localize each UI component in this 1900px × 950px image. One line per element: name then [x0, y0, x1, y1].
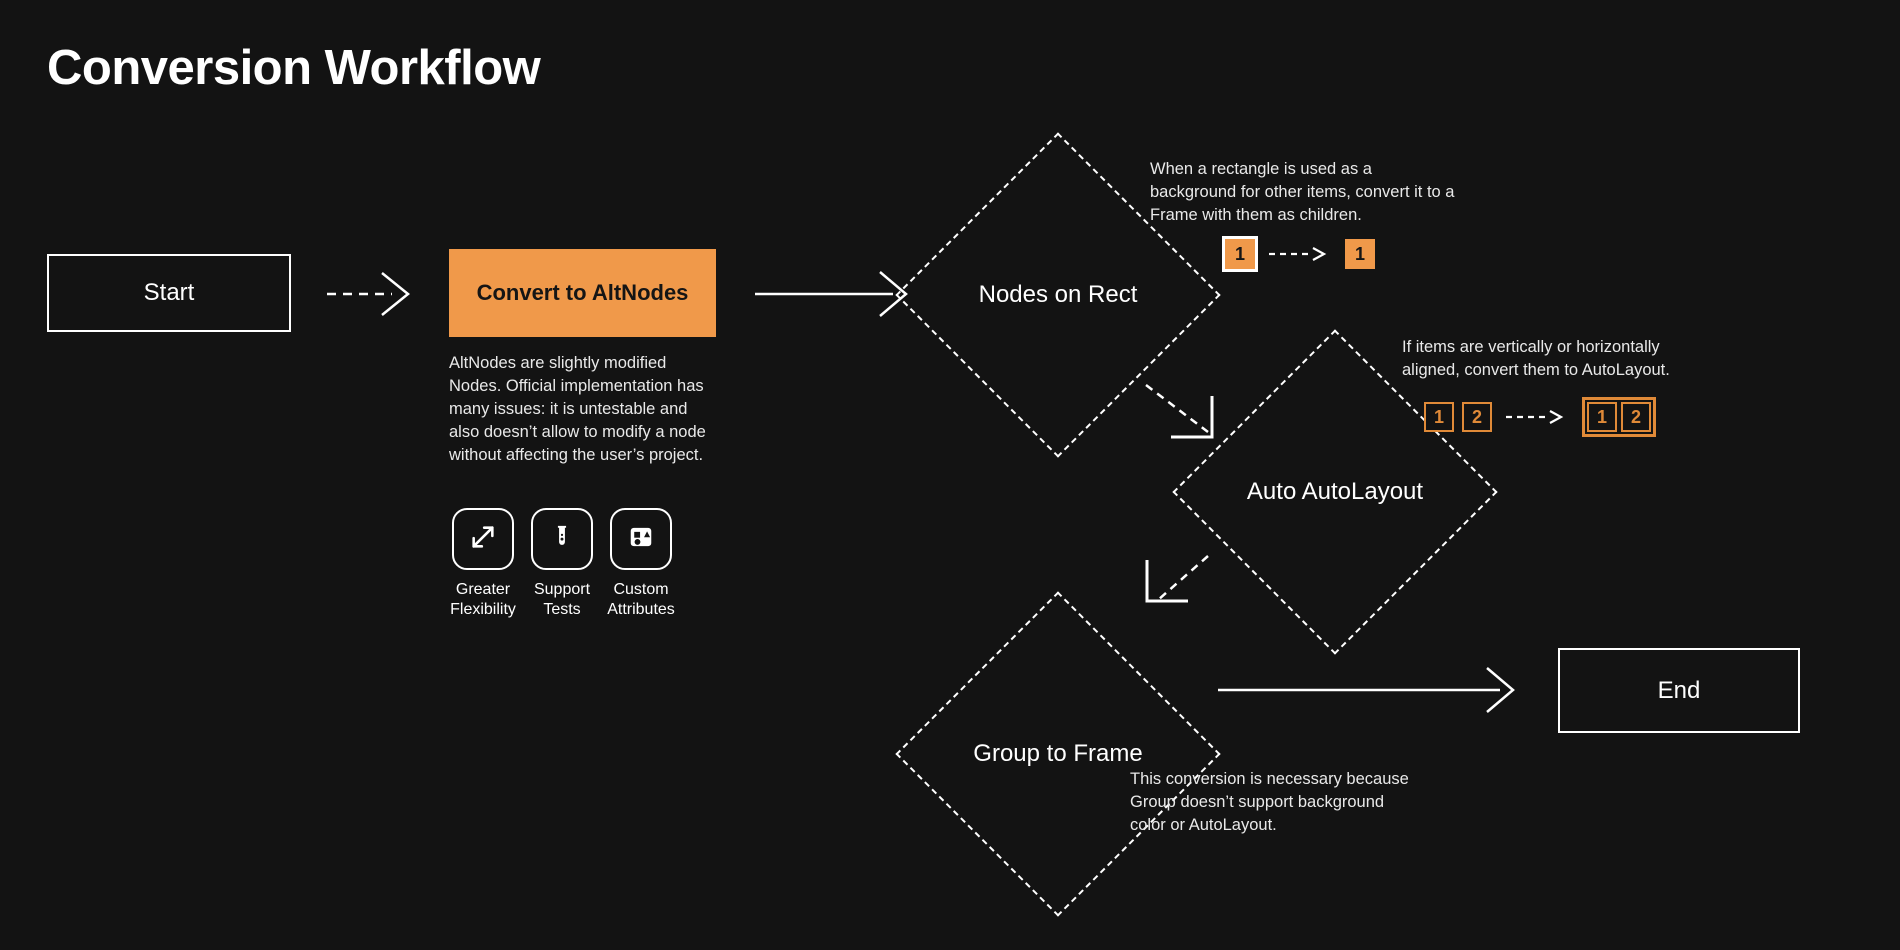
feature-tile	[531, 508, 593, 570]
badge-illustration-nodes-on-rect: 1 1	[1222, 236, 1375, 272]
node-auto-autolayout-label: Auto AutoLayout	[1246, 478, 1424, 505]
feature-tile	[610, 508, 672, 570]
node-group-to-frame-label: Group to Frame	[973, 740, 1143, 767]
node-convert-label: Convert to AltNodes	[476, 280, 689, 305]
shapes-icon	[627, 523, 655, 556]
badge-before-2: 2	[1462, 402, 1492, 432]
badge-before-1: 1	[1222, 236, 1258, 272]
badge-illustration-auto-autolayout: 1 2 1 2	[1424, 397, 1656, 437]
feature-tile	[452, 508, 514, 570]
note-altnodes: AltNodes are slightly modified Nodes. Of…	[449, 354, 706, 464]
node-auto-autolayout[interactable]: Auto AutoLayout	[1172, 329, 1498, 655]
node-nodes-on-rect-label: Nodes on Rect	[978, 281, 1138, 308]
expand-arrows-icon	[469, 523, 497, 556]
connector-grouptoframe-to-end	[1218, 667, 1515, 713]
note-group-to-frame: This conversion is necessary because Gro…	[1130, 770, 1409, 834]
note-auto-autolayout: If items are vertically or horizontally …	[1402, 338, 1670, 379]
feature-label: Greater Flexibility	[450, 581, 516, 618]
badge-after-1: 1	[1587, 402, 1617, 432]
feature-label: Support Tests	[533, 581, 591, 618]
node-nodes-on-rect[interactable]: Nodes on Rect	[895, 132, 1221, 458]
badge-before-1: 1	[1424, 402, 1454, 432]
node-group-to-frame[interactable]: Group to Frame	[895, 591, 1221, 917]
feature-card-greater-flexibility[interactable]: Greater Flexibility	[450, 508, 516, 619]
test-tube-icon	[548, 523, 576, 556]
badge-after-2: 2	[1621, 402, 1651, 432]
page-title: Conversion Workflow	[47, 41, 541, 95]
feature-card-support-tests[interactable]: Support Tests	[531, 508, 593, 619]
dashed-arrow-icon	[1269, 247, 1327, 261]
note-nodes-on-rect: When a rectangle is used as a background…	[1150, 160, 1455, 224]
connector-autoautolayout-to-grouptoframe	[1145, 555, 1209, 603]
feature-label: Custom Attributes	[607, 581, 675, 618]
connector-start-to-convert	[327, 272, 410, 316]
node-start[interactable]: Start	[47, 254, 291, 332]
connector-convert-to-nodesonrect	[755, 271, 908, 317]
node-start-label: Start	[143, 279, 195, 306]
node-convert-to-altnodes[interactable]: Convert to AltNodes	[449, 249, 716, 337]
node-end-label: End	[1657, 676, 1701, 704]
node-end[interactable]: End	[1558, 648, 1800, 733]
feature-card-list: Greater Flexibility Support Tests	[450, 508, 675, 619]
badge-after-1: 1	[1345, 239, 1375, 269]
dashed-arrow-icon	[1506, 410, 1564, 424]
badge-after-group: 1 2	[1582, 397, 1656, 437]
feature-card-custom-attributes[interactable]: Custom Attributes	[607, 508, 675, 619]
